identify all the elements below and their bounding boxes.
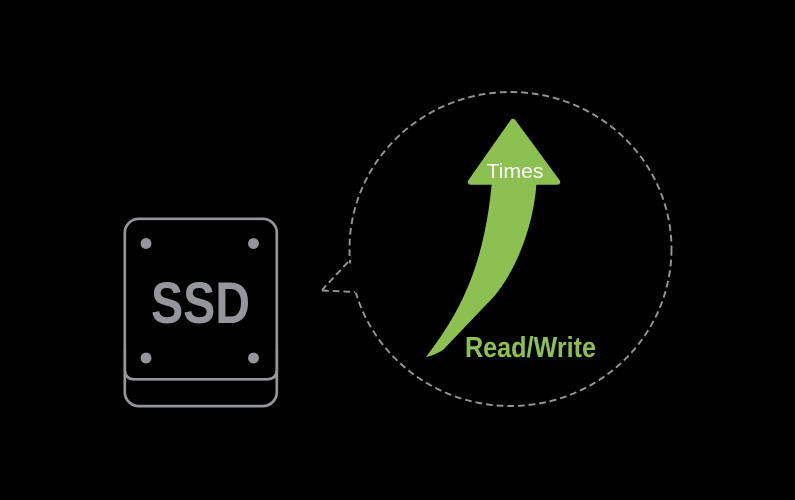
svg-text:Read/Write: Read/Write: [465, 332, 596, 364]
svg-text:SSD: SSD: [151, 271, 250, 336]
svg-text:Times: Times: [487, 160, 544, 183]
